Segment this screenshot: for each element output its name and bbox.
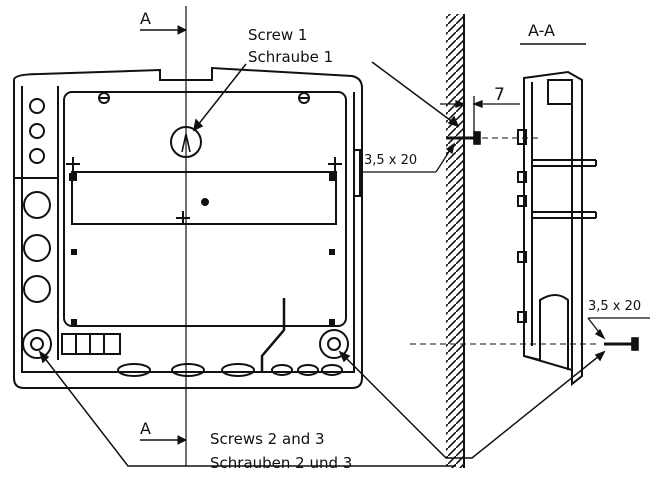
- housing-outline: [13, 66, 363, 389]
- hole: [29, 123, 45, 139]
- hole: [29, 98, 45, 114]
- knockout: [23, 191, 51, 219]
- section-marker-bottom: A: [140, 419, 151, 438]
- section-marker-top: A: [140, 9, 151, 28]
- screw-size-leader-left: [362, 142, 456, 173]
- section-line: [140, 6, 188, 466]
- screw1-label-en: Screw 1: [248, 26, 307, 44]
- dimension-7: [440, 96, 520, 132]
- wall-screw-bottom: [410, 337, 639, 351]
- screws23-label-de: Schrauben 2 und 3: [210, 454, 352, 472]
- screw1-leader: [192, 63, 247, 132]
- section-view-housing: [517, 70, 597, 387]
- section-view-label: A-A: [528, 21, 555, 40]
- housing-inner-rim: [21, 86, 355, 373]
- screws23-label-en: Screws 2 and 3: [210, 430, 325, 448]
- screw1-to-wall-leader: [371, 61, 460, 128]
- screw1-label-de: Schraube 1: [248, 48, 333, 66]
- screw-size-label-left: 3,5 x 20: [364, 153, 417, 168]
- knockout: [23, 234, 51, 262]
- screw-size-label-right: 3,5 x 20: [588, 299, 641, 314]
- screw3-hole: [319, 329, 349, 359]
- front-view: [13, 66, 363, 389]
- wall-screw-top: [446, 131, 540, 145]
- inner-panel: [63, 91, 347, 327]
- screw2-hole: [22, 329, 52, 359]
- wall: [446, 14, 465, 468]
- dimension-7-label: 7: [494, 85, 505, 105]
- knockout: [23, 275, 51, 303]
- screw-size-leader-right: [587, 317, 650, 340]
- screws23-leaders: [38, 350, 606, 467]
- hole: [29, 148, 45, 164]
